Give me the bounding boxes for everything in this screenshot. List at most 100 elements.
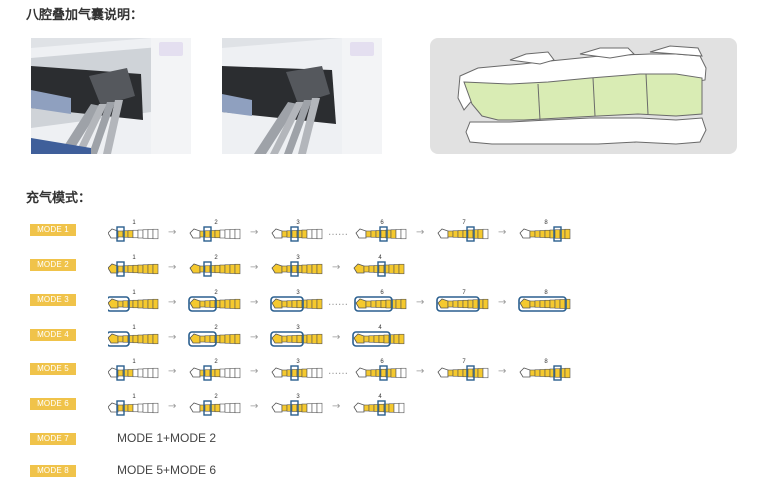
- right-arrow-icon: →: [250, 401, 258, 412]
- step-number-label: 3: [296, 359, 300, 365]
- connector-photo-right: [222, 38, 382, 154]
- right-arrow-icon: →: [168, 401, 176, 412]
- step-number-label: 1: [132, 220, 136, 226]
- step-number-label: 1: [132, 394, 136, 400]
- leg-icon: [108, 226, 159, 242]
- leg-icon: [437, 226, 489, 242]
- mode-badge: MODE 7: [30, 433, 76, 445]
- right-arrow-icon: →: [168, 332, 176, 343]
- mode-sequence: 1 → 2 → 3 → 4: [108, 394, 405, 416]
- right-arrow-icon: →: [168, 366, 176, 377]
- right-arrow-icon: →: [498, 227, 506, 238]
- leg-icon: [353, 261, 405, 277]
- step-number-label: 3: [296, 394, 300, 400]
- right-arrow-icon: →: [416, 227, 424, 238]
- leg-icon: [271, 226, 323, 242]
- step-number-label: 7: [462, 220, 466, 226]
- step-number-label: 6: [380, 359, 384, 365]
- leg-icon: [189, 261, 241, 277]
- leg-icon: [189, 400, 241, 416]
- step-number-label: 3: [296, 325, 300, 331]
- leg-icon: [436, 296, 489, 312]
- mode-row: MODE 4 1 → 2 → 3 → 4: [0, 323, 758, 347]
- mode-badge: MODE 4: [30, 329, 76, 341]
- step-number-label: 3: [296, 255, 300, 261]
- right-arrow-icon: →: [168, 227, 176, 238]
- mode-sequence: 1 → 2 → 3 → 4: [108, 325, 405, 347]
- step-number-label: 2: [214, 255, 218, 261]
- step-number-label: 7: [462, 359, 466, 365]
- right-arrow-icon: →: [250, 366, 258, 377]
- leg-icon: [108, 261, 159, 277]
- step-number-label: 2: [214, 325, 218, 331]
- inflation-heading: 充气模式：: [26, 191, 92, 206]
- right-arrow-icon: →: [250, 332, 258, 343]
- leg-icon: [352, 331, 405, 347]
- leg-icon: [189, 365, 241, 381]
- leg-icon: [271, 261, 323, 277]
- step-number-label: 3: [296, 220, 300, 226]
- leg-icon: [355, 365, 407, 381]
- ellipsis-icon: ……: [328, 227, 348, 238]
- step-number-label: 1: [132, 255, 136, 261]
- right-arrow-icon: →: [250, 297, 258, 308]
- step-number-label: 6: [380, 220, 384, 226]
- mode-badge: MODE 5: [30, 363, 76, 375]
- right-arrow-icon: →: [168, 262, 176, 273]
- leg-icon: [189, 226, 241, 242]
- overlap-leg-diagram: [430, 38, 737, 154]
- step-number-label: 6: [380, 290, 384, 296]
- mode-badge: MODE 3: [30, 294, 76, 306]
- mode-row: MODE 6 1 → 2 → 3 → 4: [0, 392, 758, 416]
- ellipsis-icon: ……: [328, 366, 348, 377]
- leg-icon: [108, 365, 159, 381]
- leg-icon: [108, 296, 159, 312]
- right-arrow-icon: →: [498, 366, 506, 377]
- step-number-label: 2: [214, 394, 218, 400]
- step-number-label: 8: [544, 220, 548, 226]
- leg-icon: [355, 226, 407, 242]
- step-number-label: 2: [214, 290, 218, 296]
- right-arrow-icon: →: [250, 262, 258, 273]
- right-arrow-icon: →: [416, 297, 424, 308]
- step-number-label: 1: [132, 359, 136, 365]
- mode-sequence: 1→2→3……6→7→8: [108, 220, 571, 242]
- right-arrow-icon: →: [332, 401, 340, 412]
- leg-icon: [108, 400, 159, 416]
- leg-icon: [353, 400, 405, 416]
- leg-icon: [270, 296, 323, 312]
- overlap-heading: 八腔叠加气囊说明：: [26, 8, 144, 23]
- step-number-label: 1: [132, 325, 136, 331]
- mode-badge: MODE 2: [30, 259, 76, 271]
- right-arrow-icon: →: [332, 262, 340, 273]
- right-arrow-icon: →: [332, 332, 340, 343]
- leg-icon: [354, 296, 407, 312]
- ellipsis-icon: ……: [328, 297, 348, 308]
- connector-photo-left: [31, 38, 191, 154]
- leg-icon: [188, 296, 241, 312]
- step-number-label: 7: [462, 290, 466, 296]
- step-number-label: 1: [132, 290, 136, 296]
- leg-icon: [188, 331, 241, 347]
- leg-icon: [519, 226, 571, 242]
- step-number-label: 2: [214, 359, 218, 365]
- leg-icon: [108, 331, 159, 347]
- leg-icon: [518, 296, 571, 312]
- step-number-label: 4: [378, 394, 382, 400]
- leg-icon: [271, 365, 323, 381]
- step-number-label: 8: [544, 290, 548, 296]
- mode-badge: MODE 6: [30, 398, 76, 410]
- mode-sequence: 1→2→3……6→7→8: [108, 359, 571, 381]
- mode-sequence: 1→2→3→4: [108, 255, 405, 277]
- mode-combination-text: MODE 5+MODE 6: [117, 463, 217, 477]
- right-arrow-icon: →: [250, 227, 258, 238]
- mode-sequence: 1→2→3……6→7→8: [108, 290, 571, 312]
- leg-icon: [519, 365, 571, 381]
- step-number-label: 4: [378, 325, 382, 331]
